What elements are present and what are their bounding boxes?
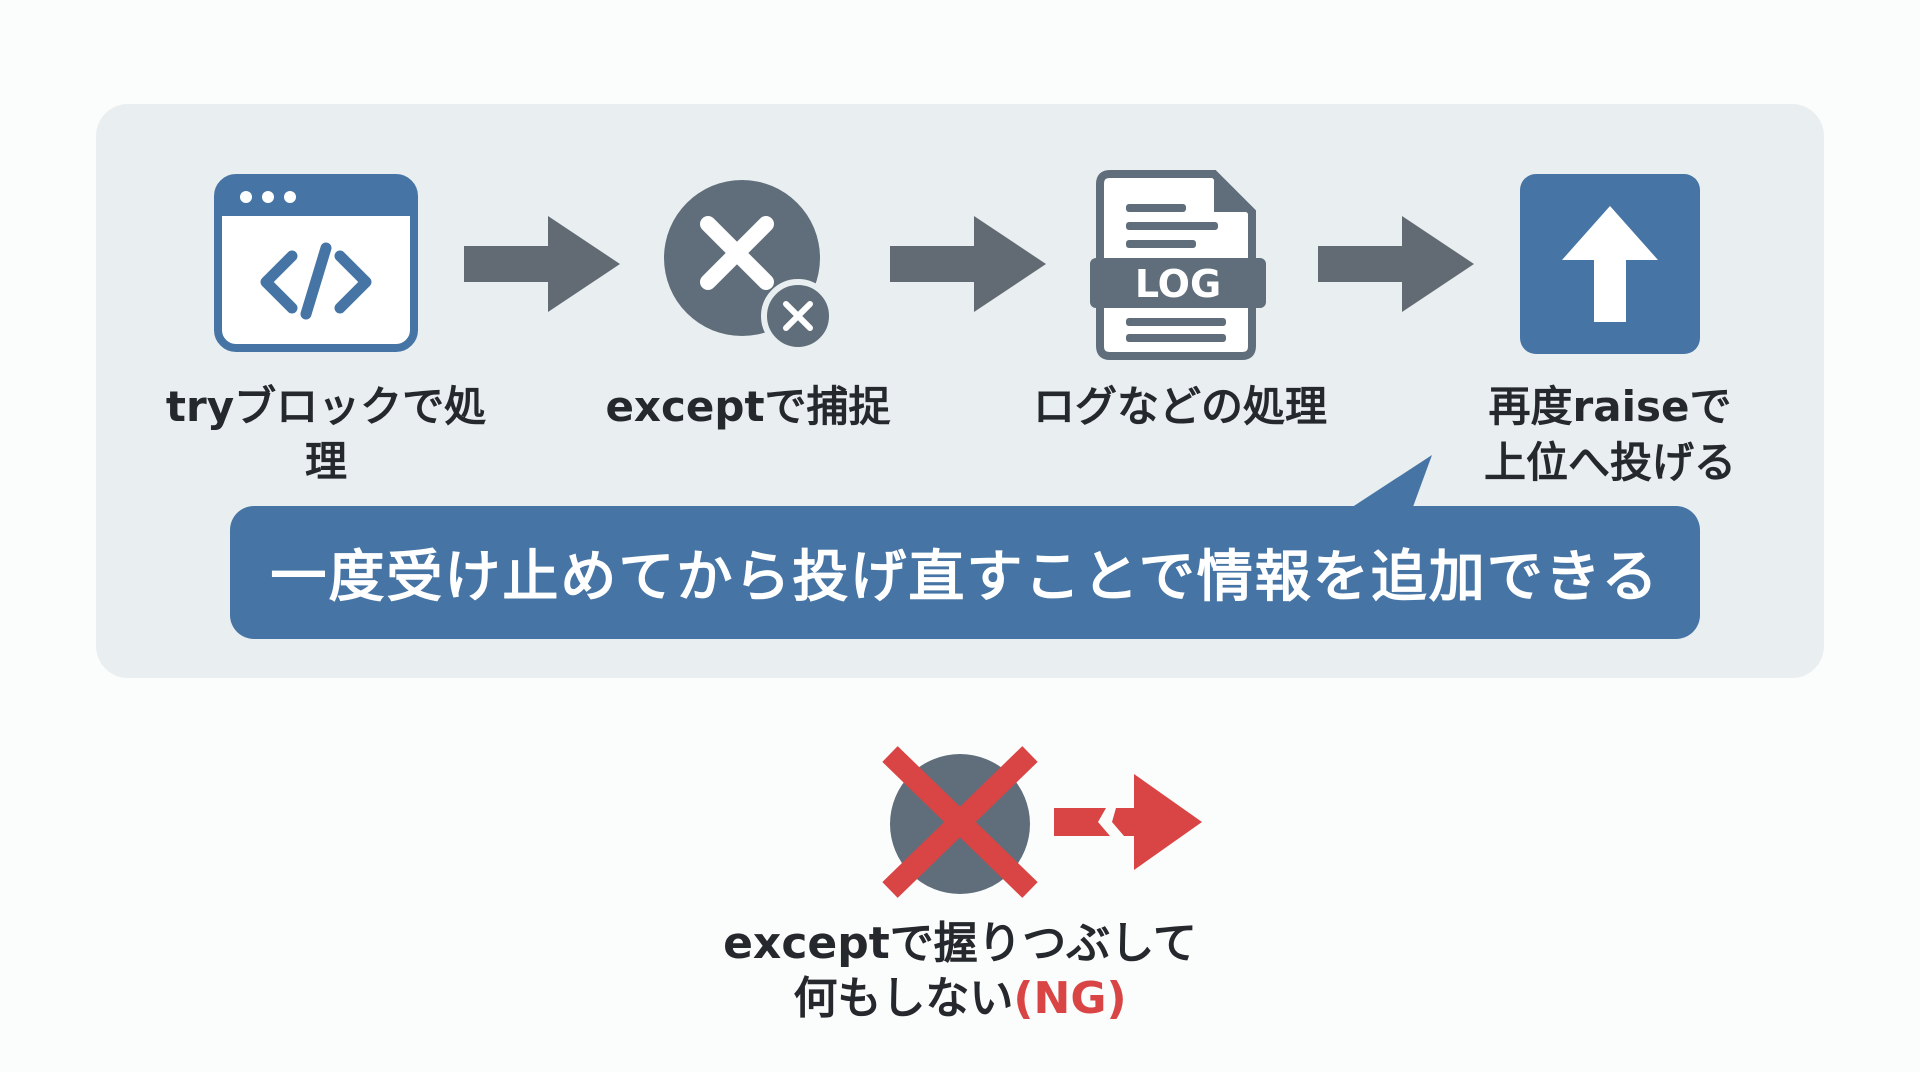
- step-label-reraise-line2: 上位へ投げる: [1483, 438, 1736, 487]
- step-label-log: ログなどの処理: [1032, 382, 1327, 431]
- ng-label-line1: exceptで握りつぶして: [723, 918, 1197, 969]
- code-window-icon: [214, 174, 418, 352]
- right-arrow-icon: [464, 216, 620, 312]
- broken-arrow-icon: [1054, 774, 1202, 870]
- log-file-icon: LOG: [1090, 170, 1266, 360]
- ng-label-main: 何もしない: [793, 973, 1014, 1024]
- right-arrow-icon: [890, 216, 1046, 312]
- crossed-circle-icon: [882, 746, 1038, 898]
- callout-text: 一度受け止めてから投げ直すことで情報を追加できる: [270, 545, 1660, 610]
- log-badge-text: LOG: [1135, 262, 1221, 306]
- error-circle-icon: [664, 180, 835, 353]
- callout-pointer: [1340, 455, 1432, 515]
- step-label-except: exceptで捕捉: [605, 382, 891, 431]
- upload-arrow-icon: [1520, 174, 1700, 354]
- step-label-try: tryブロックで処理: [165, 382, 487, 486]
- step-label-reraise-line1: 再度raiseで: [1488, 382, 1732, 431]
- ng-label-line2: 何もしない(NG): [640, 971, 1280, 1026]
- right-arrow-icon: [1318, 216, 1474, 312]
- ng-badge: (NG): [1013, 973, 1127, 1024]
- ng-label: exceptで握りつぶして 何もしない(NG): [640, 916, 1280, 1026]
- callout-box: 一度受け止めてから投げ直すことで情報を追加できる: [230, 506, 1700, 639]
